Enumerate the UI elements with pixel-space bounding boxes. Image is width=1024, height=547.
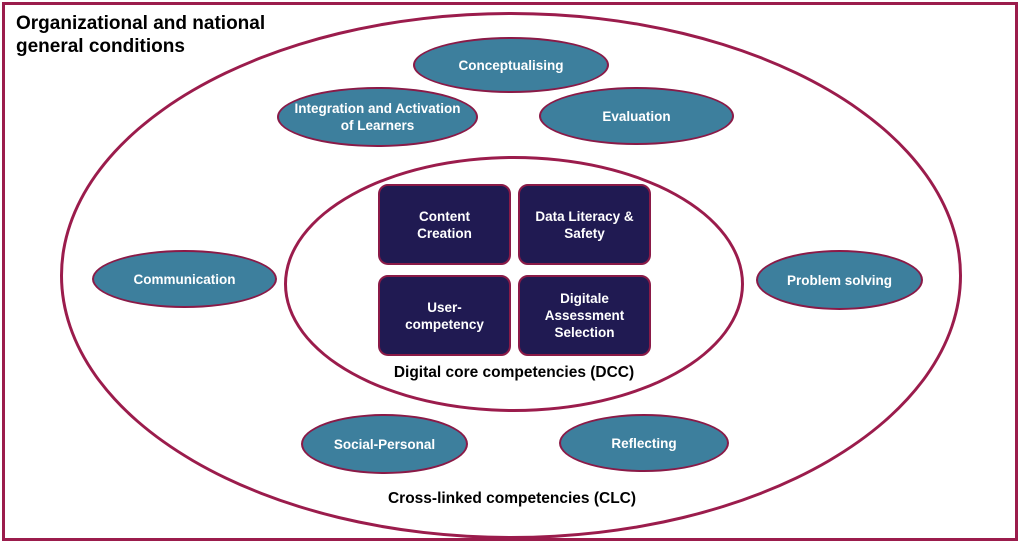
dcc-inner-ellipse	[284, 156, 744, 412]
diagram-frame	[2, 2, 1018, 541]
clc-outer-ellipse	[60, 12, 962, 539]
pill-conceptualising: Conceptualising	[413, 37, 609, 93]
box-data-literacy-safety: Data Literacy & Safety	[518, 184, 651, 265]
box-content-creation: Content Creation	[378, 184, 511, 265]
clc-label: Cross-linked competencies (CLC)	[387, 490, 637, 507]
pill-social-personal: Social-Personal	[301, 414, 468, 474]
box-user-competency: User-competency	[378, 275, 511, 356]
pill-problem-solving: Problem solving	[756, 250, 923, 310]
general-conditions-title: Organizational and national general cond…	[16, 13, 266, 57]
pill-communication: Communication	[92, 250, 277, 308]
dcc-label: Digital core competencies (DCC)	[393, 364, 635, 381]
pill-integration-activation: Integration and Activation of Learners	[277, 87, 478, 147]
pill-evaluation: Evaluation	[539, 87, 734, 145]
box-digitale-assessment-selection: Digitale Assessment Selection	[518, 275, 651, 356]
pill-reflecting: Reflecting	[559, 414, 729, 472]
